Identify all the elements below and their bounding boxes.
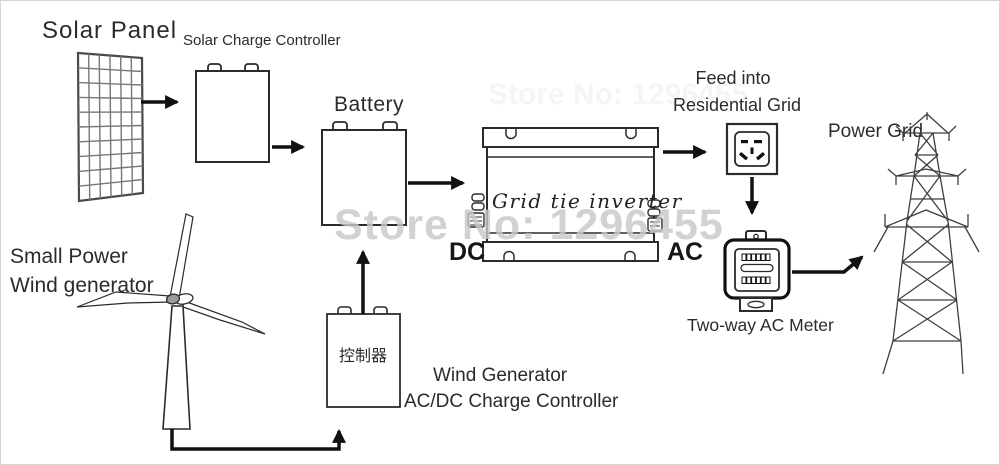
- dc-label: DC: [449, 238, 485, 266]
- small-power-label-line2: Wind generator: [10, 274, 154, 297]
- watermark-ghost: Store No: 1296455: [488, 78, 748, 111]
- power-grid-tower-icon: [873, 112, 980, 375]
- solar-panel-grid-lines: [78, 53, 143, 200]
- arrow-meter-to-grid: [792, 255, 864, 274]
- wind-charge-controller-label-line1: Wind Generator: [433, 365, 568, 386]
- outlet-icon: [725, 122, 779, 176]
- solar-charge-controller-box: [195, 63, 270, 163]
- meter-digit-row-bottom: [741, 276, 771, 284]
- solar-charge-controller-label: Solar Charge Controller: [183, 32, 341, 49]
- feed-into-label-line2: Residential Grid: [673, 95, 801, 115]
- meter-digit-row-top: [741, 253, 771, 261]
- wind-turbine-icon: [76, 213, 266, 430]
- grid-tie-inverter-label: Grid tie inverter: [492, 189, 683, 213]
- small-power-label-line1: Small Power: [10, 245, 128, 268]
- feed-into-label-line1: Feed into: [695, 68, 770, 88]
- ac-meter-icon: [723, 230, 791, 312]
- wind-charge-controller-label-line2: AC/DC Charge Controller: [404, 391, 619, 412]
- inverter-right-terminals: [647, 199, 663, 232]
- solar-panel-icon: [76, 51, 145, 203]
- arrow-turbine-to-windctrl: [170, 428, 346, 451]
- power-grid-label: Power Grid: [828, 121, 923, 142]
- inverter-left-terminals: [467, 193, 485, 228]
- solar-panel-label: Solar Panel: [42, 17, 177, 44]
- battery-box: [321, 121, 407, 226]
- wind-charge-controller-box: 控制器: [326, 306, 401, 408]
- watermark-text: Store No: 1296455: [334, 201, 724, 249]
- grid-tie-inverter-box: Grid tie inverter: [467, 127, 683, 262]
- battery-label: Battery: [334, 93, 404, 116]
- outlet-slots: [738, 140, 766, 161]
- inverter-screw-holes: [503, 128, 637, 261]
- ac-label: AC: [667, 238, 703, 266]
- wind-charge-controller-cn-label: 控制器: [339, 347, 387, 365]
- ac-meter-label: Two-way AC Meter: [687, 315, 834, 335]
